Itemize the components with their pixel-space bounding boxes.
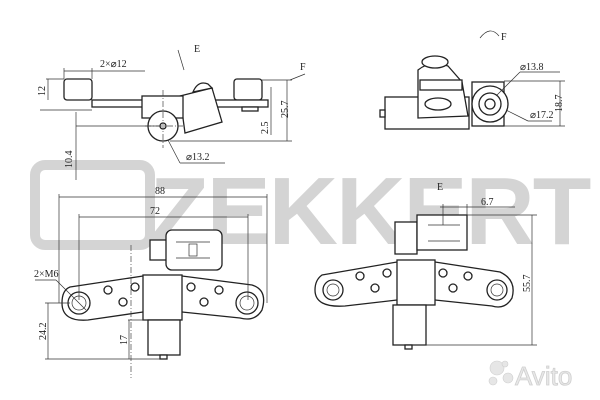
sensor-housing xyxy=(396,259,436,306)
view-label-f2: F xyxy=(501,32,507,43)
view-rotation-arrow xyxy=(479,30,500,39)
boss-diameter-label: 2×⌀12 xyxy=(100,59,127,70)
connector-pin xyxy=(484,98,496,110)
bottom-right-rear-view: E 6.7 55.7 xyxy=(314,182,537,350)
connector-latch xyxy=(149,239,168,261)
sensor-probe xyxy=(392,304,427,346)
avito-watermark: Avito xyxy=(515,361,572,391)
view-label-e2: E xyxy=(437,182,443,193)
avito-logo-icon xyxy=(488,360,514,386)
left-mount-hole xyxy=(322,279,344,301)
sensor-tip xyxy=(379,109,386,118)
sensor-housing xyxy=(142,274,183,321)
boss-height-label: 12 xyxy=(37,86,48,96)
view-label-f: F xyxy=(300,62,306,73)
connector-latch xyxy=(394,221,418,255)
overall-width-label: 88 xyxy=(155,186,165,197)
sensor-probe xyxy=(147,319,181,356)
brand-watermark: ZEKKERT xyxy=(150,158,591,265)
view-arrow-e xyxy=(177,49,185,71)
overall-height-label-2: 55.7 xyxy=(522,275,533,293)
right-boss xyxy=(233,78,263,101)
connector-height-label: 18.7 xyxy=(554,95,565,113)
view-label-e: E xyxy=(194,44,200,55)
zekkert-watermark: ZEKKERT xyxy=(30,158,593,265)
connector-latch xyxy=(191,82,214,93)
right-mount-hole xyxy=(235,291,259,315)
mount-holes-label: 2×M6 xyxy=(34,269,59,280)
inner-diameter-label: ⌀13.8 xyxy=(520,62,544,73)
sensor-depth-label: 24.2 xyxy=(38,323,49,341)
bottom-left-front-view: 88 72 2×M6 24.2 17 xyxy=(34,186,268,378)
overall-height-label: 25.7 xyxy=(280,101,291,119)
top-right-end-view: ⌀13.8 ⌀17.2 18.7 F xyxy=(379,30,565,130)
sensor-length-label: 17 xyxy=(119,335,130,345)
bracket-band xyxy=(419,79,463,91)
top-boss xyxy=(421,55,449,69)
connector-offset-label: 6.7 xyxy=(481,197,494,208)
bottom-boss xyxy=(424,97,452,111)
outer-diameter-label: ⌀17.2 xyxy=(530,110,554,121)
right-mount-hole xyxy=(486,279,508,301)
connector xyxy=(416,214,468,251)
left-boss xyxy=(63,78,93,101)
sensor-diameter-label: ⌀13.2 xyxy=(186,152,210,163)
view-arrow-f xyxy=(289,73,306,81)
connector xyxy=(165,229,223,271)
plate-offset-label: 2.5 xyxy=(260,122,271,135)
boss-washer xyxy=(241,106,259,112)
connector-body xyxy=(179,87,223,134)
logo-frame xyxy=(30,160,155,250)
top-left-side-view: 2×⌀12 12 25.7 2.5 ⌀13.2 10.4 E F xyxy=(37,44,306,180)
axis-offset-label: 10.4 xyxy=(64,151,75,169)
hole-spacing-label: 72 xyxy=(150,206,160,217)
